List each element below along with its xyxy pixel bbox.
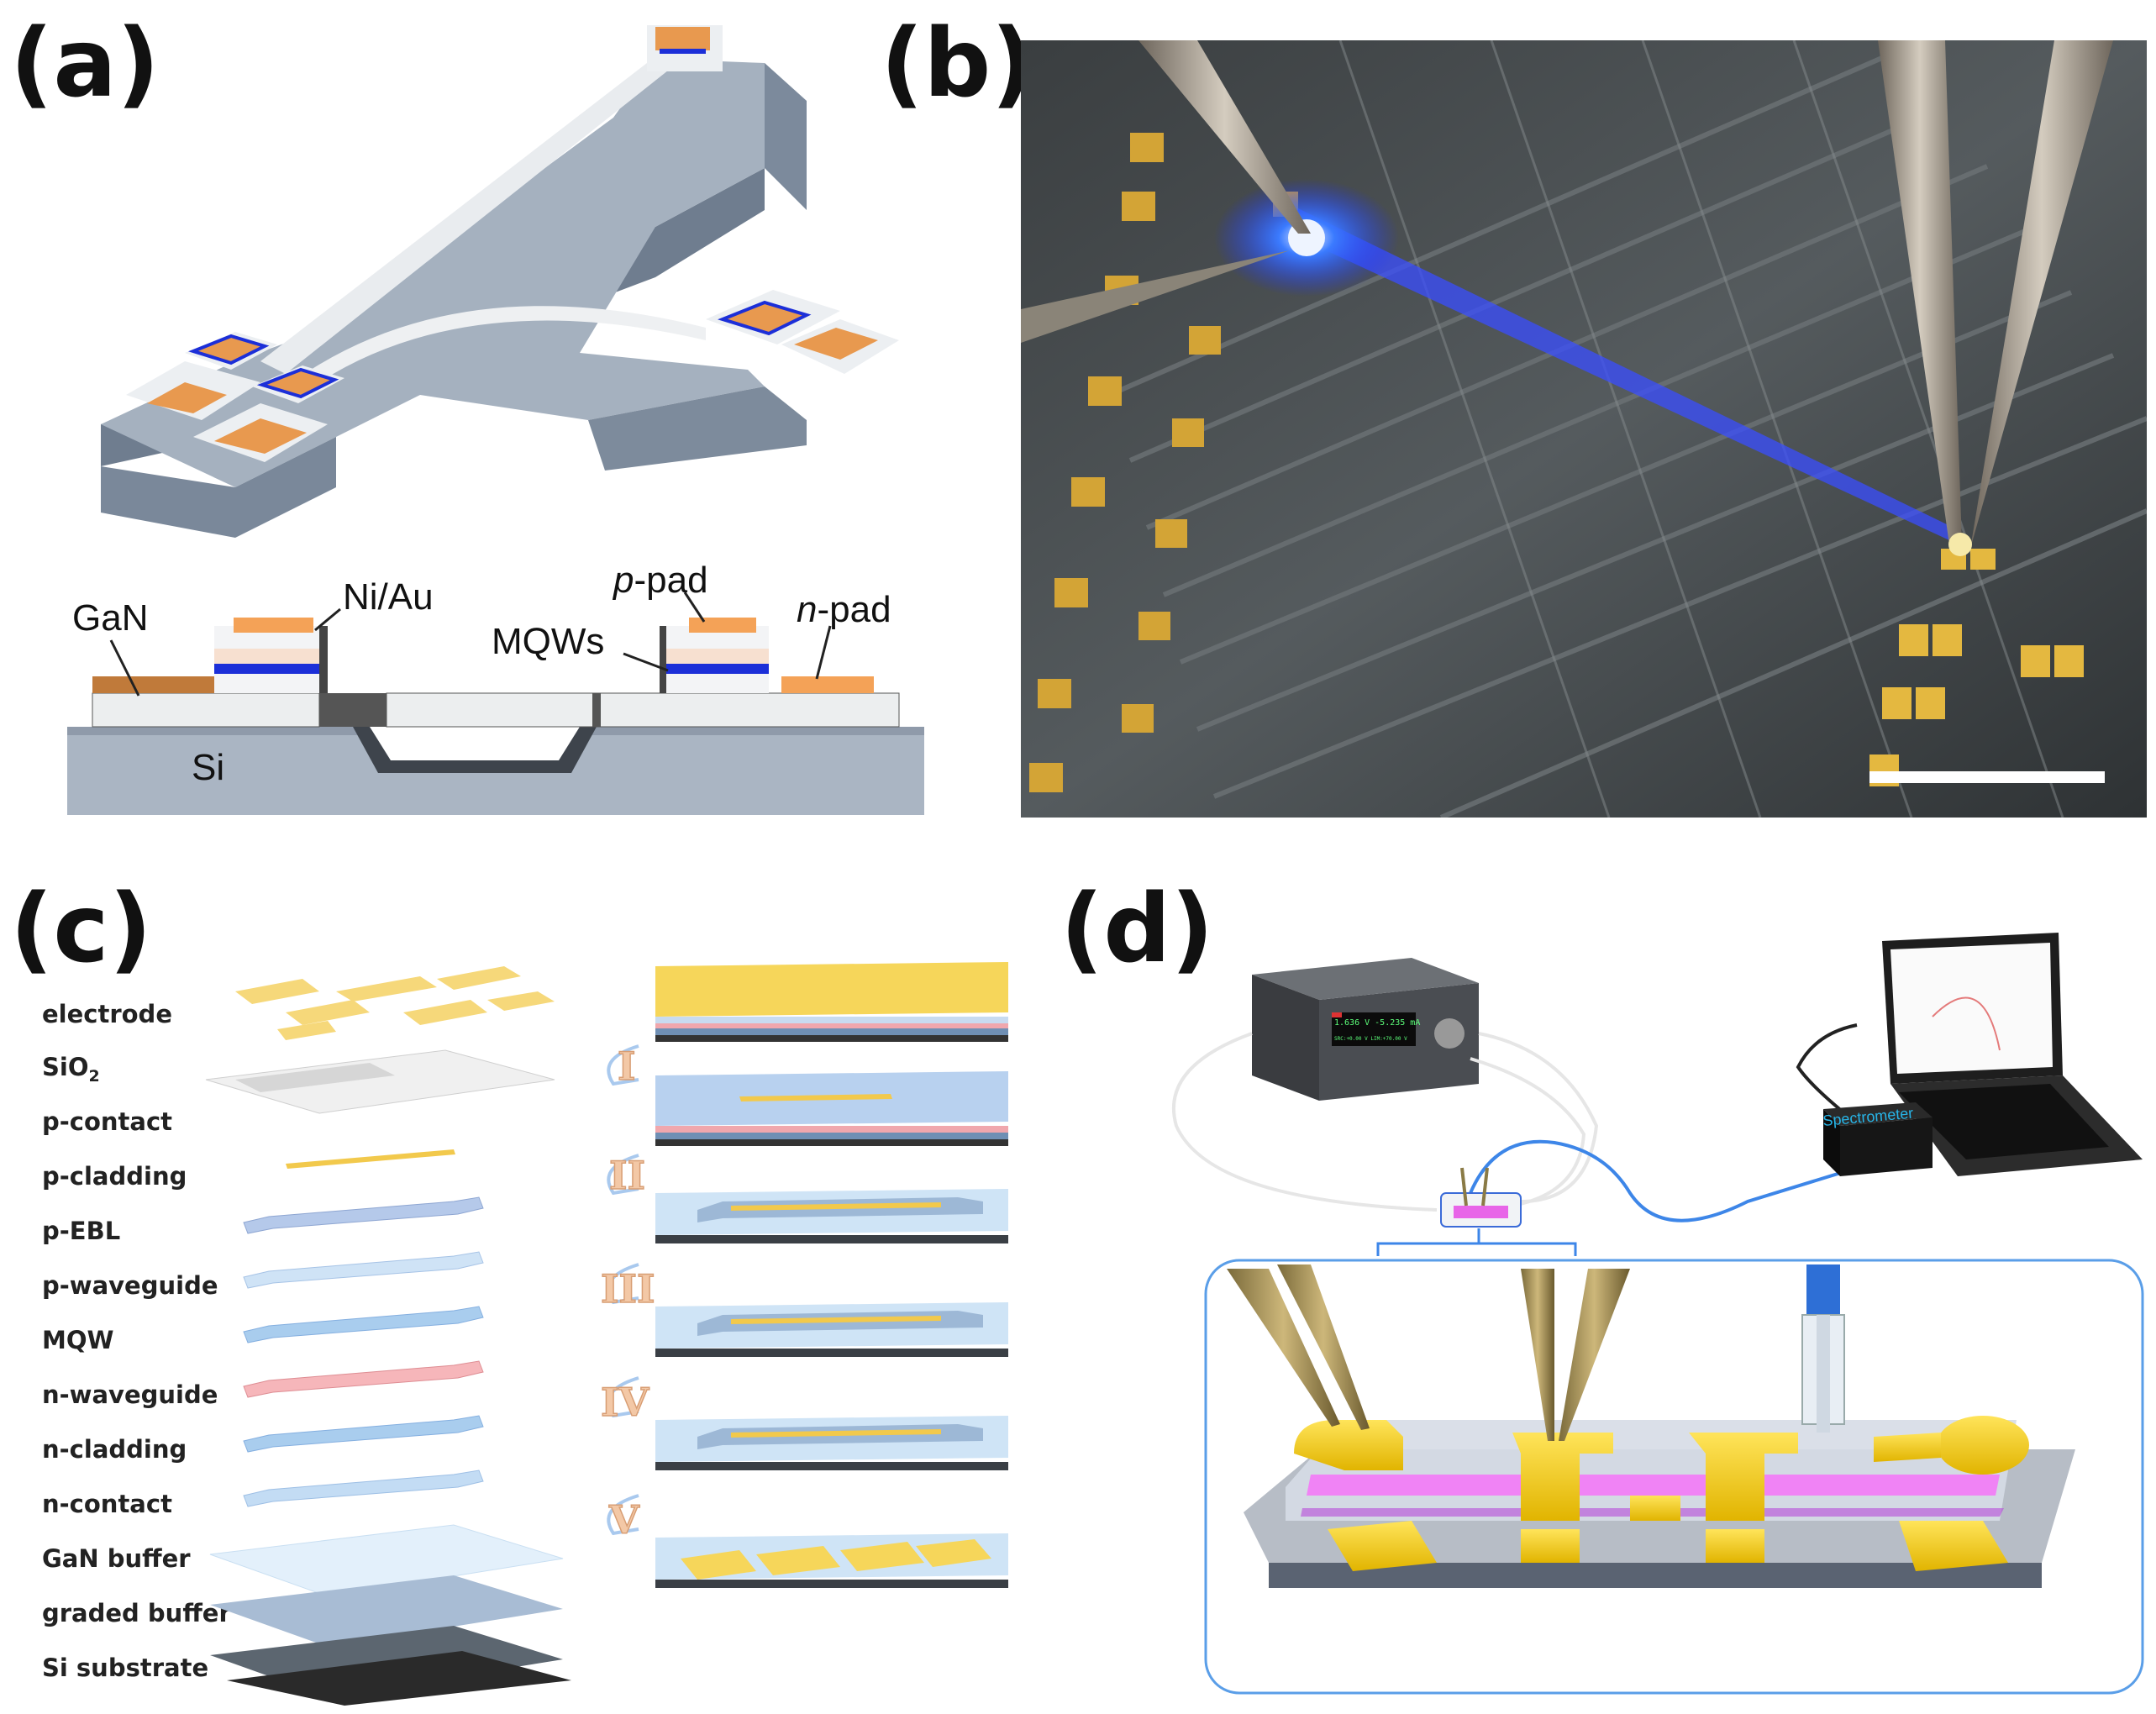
step-label-3: III [601,1266,655,1312]
fiber-cable [1469,1139,1858,1222]
laptop [1882,933,2143,1176]
waveguide-body-top [101,59,765,487]
laser-beam [1290,208,1954,540]
zoomed-chip [1244,1416,2075,1588]
gan-layer [92,692,320,728]
label-ni-au: Ni/Au [343,576,434,618]
label-p-pad: p-pad [612,560,708,601]
zoom-lines [1376,1228,1577,1256]
layer-label-electrode: electrode [42,1000,172,1028]
probe-needle-1 [1138,40,1311,234]
probe-needle-2 [1021,250,1290,343]
n-pad-right [794,328,878,360]
process-slab-3 [655,1189,1008,1243]
process-slab-5 [655,1416,1008,1470]
panel-c-exploded-stack [205,966,571,1706]
gan-buffer-layer [210,1575,563,1647]
mqw-layer [664,664,769,674]
process-slab-4 [655,1302,1008,1357]
panel-label-a: (a) [10,9,160,118]
label-n-pad: n-pad [797,589,891,630]
p-contact-layer [286,1149,455,1169]
waveguide-straight-arm [260,63,672,374]
layer-label-p-ebl: p-EBL [42,1217,121,1245]
p-pad-left-1 [188,334,270,365]
p-pad-left-section [234,618,313,633]
probe-needle-3 [1878,40,1962,544]
probe-tip-4 [1559,1269,1630,1441]
label-mqws: MQWs [492,621,604,662]
p-pad-right-section [689,618,756,633]
waveguide-right-edge [765,63,807,210]
sio2-layer [205,1049,555,1114]
layer-label-p-waveguide: p-waveguide [42,1271,218,1300]
layer-label-n-waveguide: n-waveguide [42,1380,218,1409]
probe-needle-4 [1970,40,2113,549]
step-label-5: V [608,1497,640,1543]
layer-label-p-cladding: p-cladding [42,1162,187,1191]
layer-label-graded-buffer: graded buffer [42,1599,231,1627]
n-pad-right-section [781,676,874,693]
waveguide-layers [243,1196,484,1507]
label-si: Si [192,747,224,788]
si-substrate-layer [227,1651,571,1706]
p-pad-right [718,300,812,336]
smu-display-line1: 1.636 V -5.235 mA [1334,1018,1420,1028]
waveguide-curved-arm [311,306,706,382]
layer-label-mqw: MQW [42,1326,114,1354]
panel-a-device-3d [101,25,899,538]
gold-pads-right [1869,549,2084,786]
n-contact-layer [209,1524,564,1597]
panel-label-b: (b) [881,9,1034,118]
smu-display-line2: SRC:+0.00 V LIM:+70.00 V [1334,1036,1407,1042]
layer-label-sio2: SiO2 [42,1053,100,1086]
sample-stage [1440,1167,1522,1228]
n-pad-left-section [92,676,214,693]
cables [1171,1032,1599,1212]
panel-d-setup: 1.636 V -5.235 mA SRC:+0.00 V LIM:+70.00… [1171,933,2144,1695]
step-label-1: I [618,1044,636,1089]
electrode-layer [235,966,555,1040]
panel-label-d: (d) [1060,875,1214,984]
panel-a-cross-section: GaN Ni/Au MQWs p-pad n-pad Si [67,560,924,815]
process-slab-2 [655,1071,1008,1146]
layer-label-n-cladding: n-cladding [42,1435,187,1464]
probe-tip-3 [1521,1269,1554,1441]
process-arrows [607,1044,639,1536]
probe-tip-2 [1277,1264,1370,1430]
panel-b-micrograph [1021,40,2147,818]
n-pad-left-2 [214,418,307,454]
process-slab-6 [655,1533,1008,1588]
layer-label-p-contact: p-contact [42,1107,173,1136]
n-pad-left-1 [147,382,227,413]
pink-emission [1307,1475,2000,1496]
scale-bar [1869,771,2105,783]
spectrometer: Spectrometer [1822,1102,1933,1176]
panel-label-c: (c) [10,875,152,984]
fiber-probe [1801,1264,1845,1433]
step-label-2: II [609,1153,645,1198]
layer-label-gan-buffer: GaN buffer [42,1544,191,1573]
label-gan: GaN [72,597,148,639]
process-slab-1 [655,962,1008,1042]
p-pad-left-2 [256,367,339,399]
layer-label-n-contact: n-contact [42,1490,172,1518]
source-meter: 1.636 V -5.235 mA SRC:+0.00 V LIM:+70.00… [1252,958,1479,1101]
step-label-4: IV [601,1380,650,1425]
probe-tip-1 [1227,1269,1340,1427]
layer-label-si-substrate: Si substrate [42,1654,209,1682]
panel-c-process-flow: I II III IV V [600,962,1008,1588]
